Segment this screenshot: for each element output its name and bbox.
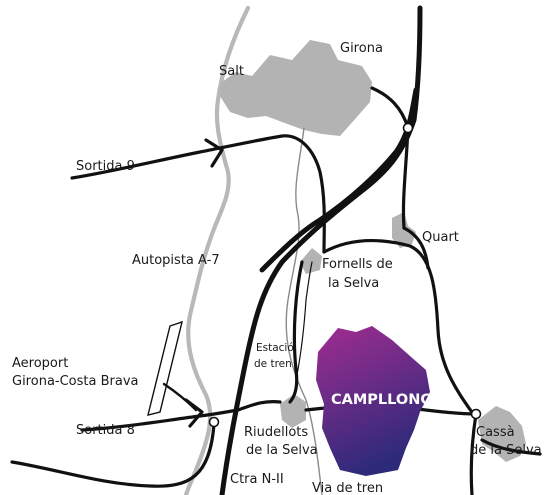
highway-nii xyxy=(219,5,423,495)
campllong-area xyxy=(316,326,430,476)
junction-girona xyxy=(402,122,414,134)
road-girona-quart xyxy=(370,86,410,230)
riudellots-area xyxy=(280,394,306,428)
label-cassa-2: de la Selva xyxy=(470,443,542,458)
label-aeroport-2: Girona-Costa Brava xyxy=(12,374,138,389)
junction-sortida8 xyxy=(208,416,220,428)
road-south-loop xyxy=(10,422,216,488)
road-riudellots-north xyxy=(295,261,313,381)
label-sortida8: Sortida 8 xyxy=(76,423,135,438)
label-riudellots-1: Riudellots xyxy=(244,425,308,440)
railway xyxy=(285,127,323,495)
label-estacio-1: Estació xyxy=(256,342,294,354)
label-fornells-2: la Selva xyxy=(328,276,379,291)
cassa-area xyxy=(478,406,526,462)
road-fornells-link xyxy=(288,260,304,404)
girona-area xyxy=(220,40,372,136)
label-estacio-2: de tren xyxy=(254,358,292,370)
road-sortida8 xyxy=(80,400,282,432)
label-cassa-1: Cassà xyxy=(476,425,515,440)
junction-cassa xyxy=(470,408,482,420)
label-campllong: CAMPLLONG xyxy=(331,392,432,408)
road-fornells-east xyxy=(322,239,478,420)
label-via: Via de tren xyxy=(312,481,383,495)
label-aeroport-1: Aeroport xyxy=(12,356,68,371)
motorway-a7 xyxy=(183,5,251,495)
road-cassa-east xyxy=(480,438,542,456)
road-sortida9 xyxy=(70,134,326,254)
label-sortida9: Sortida 9 xyxy=(76,159,135,174)
label-ctra: Ctra N-II xyxy=(230,472,284,487)
road-quart-cassa xyxy=(402,226,430,270)
label-quart: Quart xyxy=(422,230,459,245)
sortida9-arrow xyxy=(204,138,224,168)
label-autopista: Autopista A-7 xyxy=(132,253,220,268)
quart-area xyxy=(392,212,416,248)
label-fornells-1: Fornells de xyxy=(322,257,393,272)
fornells-area xyxy=(300,248,322,274)
road-south-east xyxy=(469,412,478,495)
label-girona: Girona xyxy=(340,41,383,56)
label-riudellots-2: de la Selva xyxy=(246,443,318,458)
label-salt: Salt xyxy=(219,64,244,79)
airport-runway xyxy=(147,320,183,416)
airport-pointer xyxy=(162,382,198,412)
